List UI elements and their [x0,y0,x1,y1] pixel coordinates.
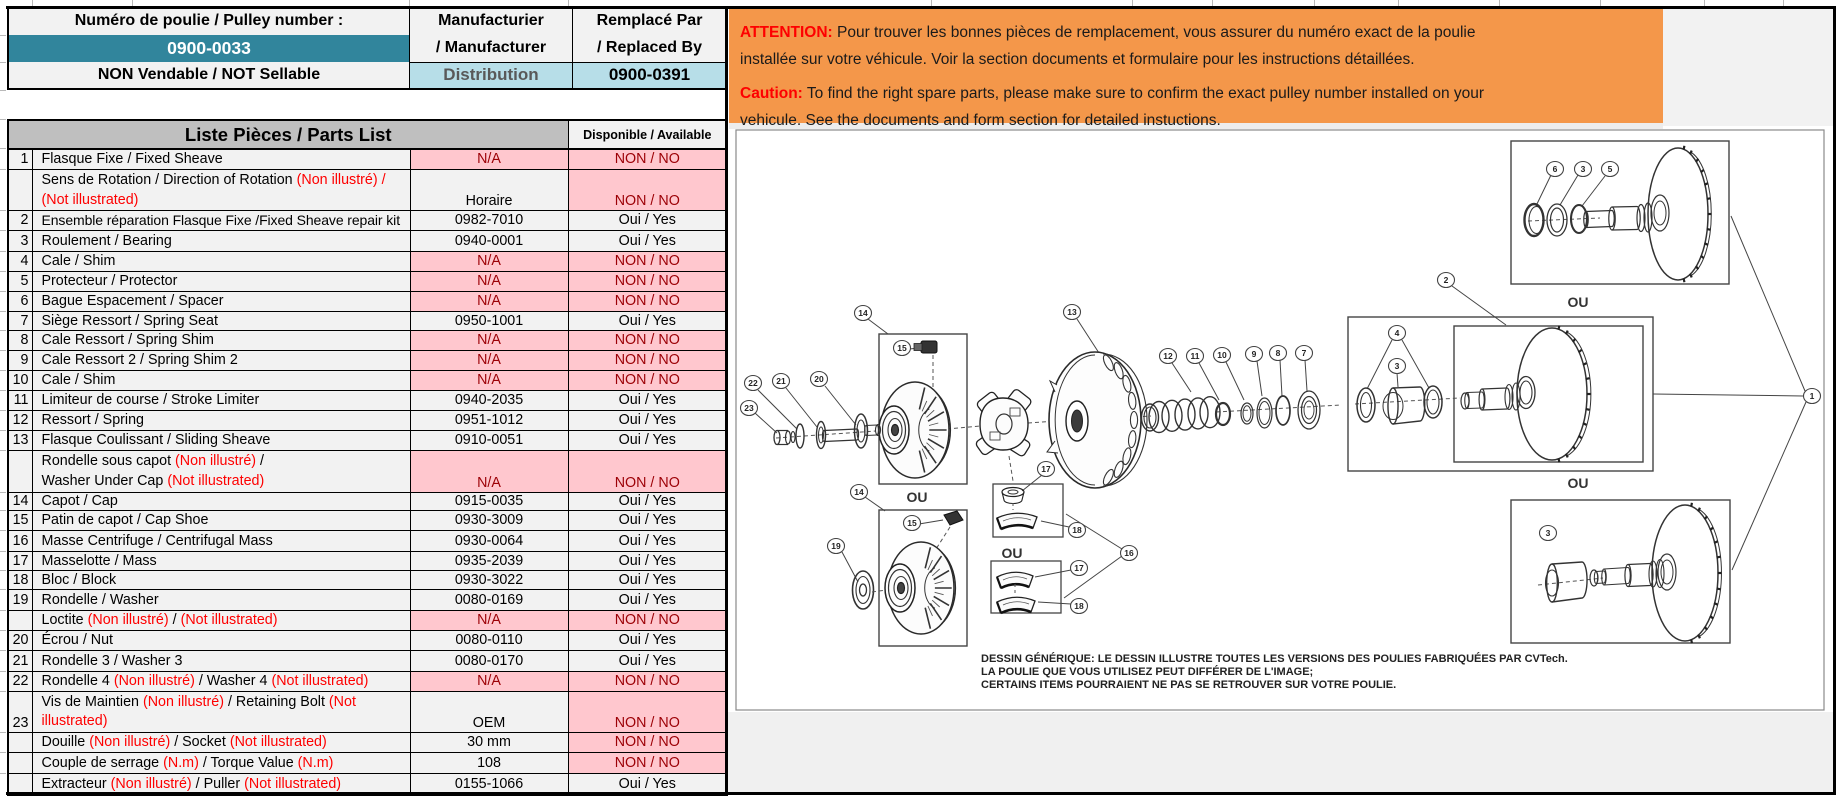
svg-text:OU: OU [1568,294,1589,310]
svg-text:10: 10 [1217,350,1227,360]
svg-text:17: 17 [1074,563,1084,573]
svg-text:22: 22 [748,378,758,388]
svg-text:18: 18 [1074,601,1084,611]
svg-text:OU: OU [907,489,928,505]
svg-text:DESSIN GÉNÉRIQUE: LE DESSIN IL: DESSIN GÉNÉRIQUE: LE DESSIN ILLUSTRE TOU… [981,652,1568,665]
svg-text:19: 19 [831,541,841,551]
svg-text:15: 15 [897,343,907,353]
svg-text:LA POULIE QUE VOUS UTILISEZ PE: LA POULIE QUE VOUS UTILISEZ PEUT DIFFÉRE… [981,665,1313,678]
svg-text:13: 13 [1067,307,1077,317]
svg-text:11: 11 [1191,351,1200,361]
svg-text:9: 9 [1252,349,1257,359]
svg-text:3: 3 [1546,528,1551,538]
svg-text:12: 12 [1163,351,1173,361]
svg-text:3: 3 [1395,361,1400,371]
svg-text:23: 23 [744,403,754,413]
svg-text:14: 14 [854,487,864,497]
svg-text:7: 7 [1302,348,1307,358]
svg-text:17: 17 [1041,464,1051,474]
svg-text:6: 6 [1553,164,1558,174]
svg-text:4: 4 [1395,328,1400,338]
svg-text:14: 14 [858,308,868,318]
svg-text:3: 3 [1581,164,1586,174]
svg-text:CERTAINS ITEMS POURRAIENT NE P: CERTAINS ITEMS POURRAIENT NE PAS SE RETR… [981,679,1396,691]
svg-text:21: 21 [776,376,786,386]
svg-text:20: 20 [814,374,824,384]
svg-text:18: 18 [1072,525,1082,535]
svg-text:1: 1 [1810,391,1815,401]
svg-text:15: 15 [907,518,917,528]
svg-text:OU: OU [1568,475,1589,491]
svg-text:16: 16 [1124,548,1134,558]
svg-text:OU: OU [1002,545,1023,561]
svg-text:2: 2 [1444,275,1449,285]
svg-text:8: 8 [1276,348,1281,358]
svg-text:5: 5 [1608,164,1613,174]
